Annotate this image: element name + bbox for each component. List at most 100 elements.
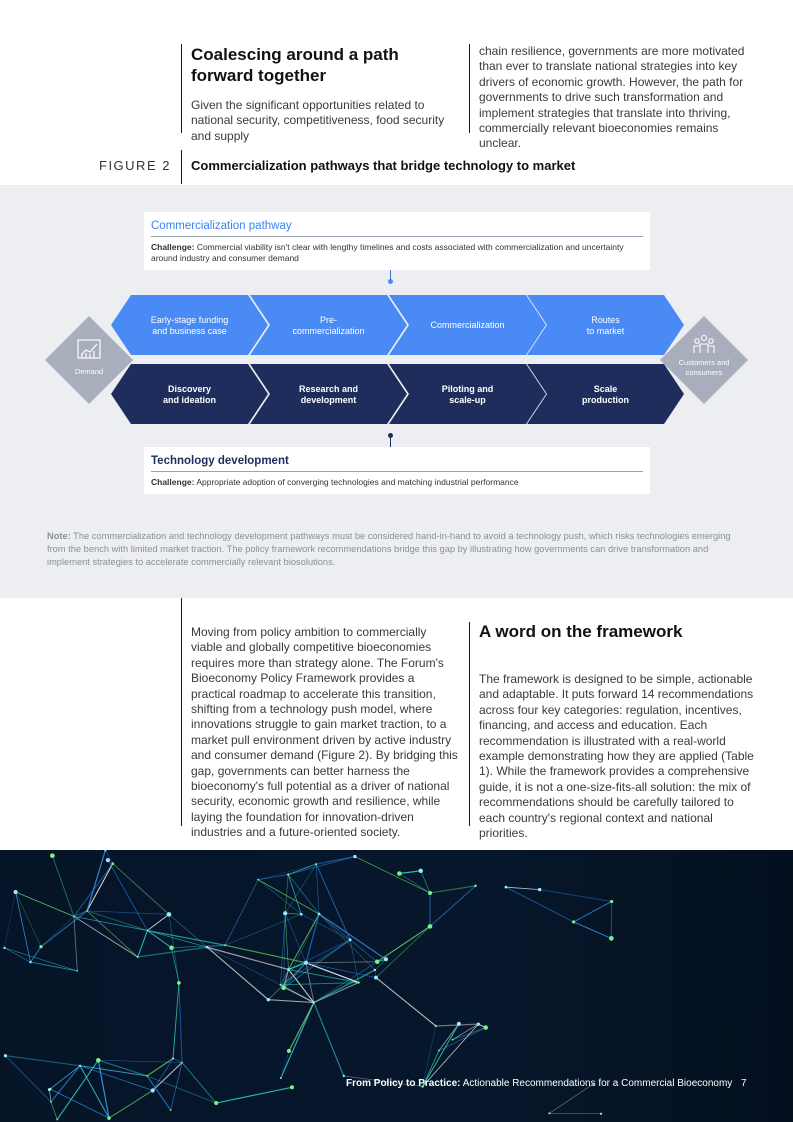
network-line <box>280 982 359 986</box>
network-line <box>206 946 281 986</box>
tech-challenge: Challenge: Appropriate adoption of conve… <box>151 477 643 488</box>
chart-growth-icon <box>77 339 101 359</box>
network-line <box>288 863 317 876</box>
network-line <box>86 910 148 932</box>
pathway-connector <box>390 270 391 281</box>
network-line <box>284 913 307 963</box>
network-node <box>214 1100 219 1106</box>
technology-step-label: scale-up <box>449 395 486 405</box>
network-node <box>373 968 377 972</box>
network-line <box>376 925 431 963</box>
network-line <box>4 1055 52 1103</box>
network-node <box>504 885 508 889</box>
network-line <box>171 947 180 983</box>
network-line <box>283 913 286 988</box>
network-line <box>318 913 387 960</box>
network-line <box>354 856 431 894</box>
commercialization-step-label: to market <box>587 326 625 336</box>
network-line <box>30 961 78 972</box>
technology-step-label: and ideation <box>163 395 216 405</box>
network-line <box>283 913 320 988</box>
network-node <box>283 911 288 916</box>
network-line <box>573 901 612 923</box>
network-node <box>537 887 542 892</box>
commercialization-step-label: Commercialization <box>430 320 504 330</box>
demand-diamond <box>45 316 133 404</box>
network-line <box>15 891 31 963</box>
network-line <box>349 939 378 963</box>
network-line <box>268 999 314 1004</box>
network-node <box>78 1064 82 1067</box>
network-node <box>104 850 107 852</box>
figure-title-wrap: Commercialization pathways that bridge t… <box>181 150 575 184</box>
network-node <box>281 985 286 991</box>
network-node <box>451 1038 454 1041</box>
pathway-challenge-label: Challenge: <box>151 242 195 252</box>
network-line <box>301 913 351 941</box>
network-line <box>305 962 315 1003</box>
network-node <box>146 1075 148 1077</box>
network-line <box>343 1075 423 1087</box>
footer-title-rest: Actionable Recommendations for a Commerc… <box>460 1078 733 1089</box>
pathway-diagram: Demand Customers and consumers Early-sta… <box>45 295 748 424</box>
network-line <box>147 930 208 948</box>
network-node <box>456 1021 461 1026</box>
pathway-challenge-text: Commercial viability isn't clear with le… <box>151 242 624 263</box>
network-node <box>418 868 423 873</box>
network-line <box>137 930 148 958</box>
network-line <box>86 910 138 958</box>
network-line <box>316 855 356 865</box>
pathway-box-title: Commercialization pathway <box>151 220 643 237</box>
technology-step-chevron <box>527 364 684 424</box>
commercialization-step-label: Routes <box>591 315 620 325</box>
commercialization-step-label: commercialization <box>292 326 364 336</box>
network-line <box>305 961 378 964</box>
network-line <box>40 916 75 948</box>
network-line <box>258 874 289 881</box>
network-line <box>73 910 88 917</box>
network-node <box>599 1112 603 1116</box>
network-line <box>318 913 351 941</box>
network-node <box>342 1074 345 1078</box>
network-node <box>383 957 388 962</box>
network-line <box>50 1065 81 1103</box>
network-node <box>312 1001 315 1004</box>
technology-step-label: Scale <box>594 384 618 394</box>
network-line <box>288 939 351 970</box>
network-line <box>170 1062 183 1111</box>
customers-label-line1: Customers and <box>679 358 730 367</box>
network-node <box>572 920 576 924</box>
network-line <box>280 1002 315 1079</box>
network-node <box>3 1054 7 1058</box>
network-line <box>146 1075 172 1111</box>
network-line <box>284 913 289 970</box>
technology-step-label: production <box>582 395 629 405</box>
intro-paragraph-part1: Given the significant opportunities rela… <box>191 98 445 143</box>
network-line <box>50 1088 110 1119</box>
network-line <box>172 1058 183 1063</box>
network-line <box>422 1023 479 1087</box>
network-node <box>353 854 357 859</box>
network-line <box>422 1023 460 1087</box>
network-line <box>108 1090 154 1119</box>
network-node <box>50 853 55 859</box>
network-line <box>420 870 431 894</box>
network-node <box>438 1049 440 1052</box>
network-line <box>288 856 356 875</box>
network-line <box>181 1062 217 1104</box>
demand-label: Demand <box>75 367 103 376</box>
network-node <box>374 975 378 980</box>
network-node <box>279 983 282 986</box>
figure-panel: Demand Customers and consumers Early-sta… <box>0 185 793 598</box>
network-node <box>483 1025 488 1030</box>
network-node <box>171 1057 175 1060</box>
network-line <box>435 1023 479 1027</box>
commercialization-step-chevron <box>111 295 268 355</box>
network-line <box>152 1062 183 1091</box>
section-heading: Coalescing around a path forward togethe… <box>191 45 399 85</box>
body-left-column: Moving from policy ambition to commercia… <box>181 598 461 839</box>
network-line <box>171 944 226 949</box>
network-node <box>434 1024 437 1028</box>
figure-title: Commercialization pathways that bridge t… <box>191 158 576 173</box>
network-line <box>73 916 78 971</box>
